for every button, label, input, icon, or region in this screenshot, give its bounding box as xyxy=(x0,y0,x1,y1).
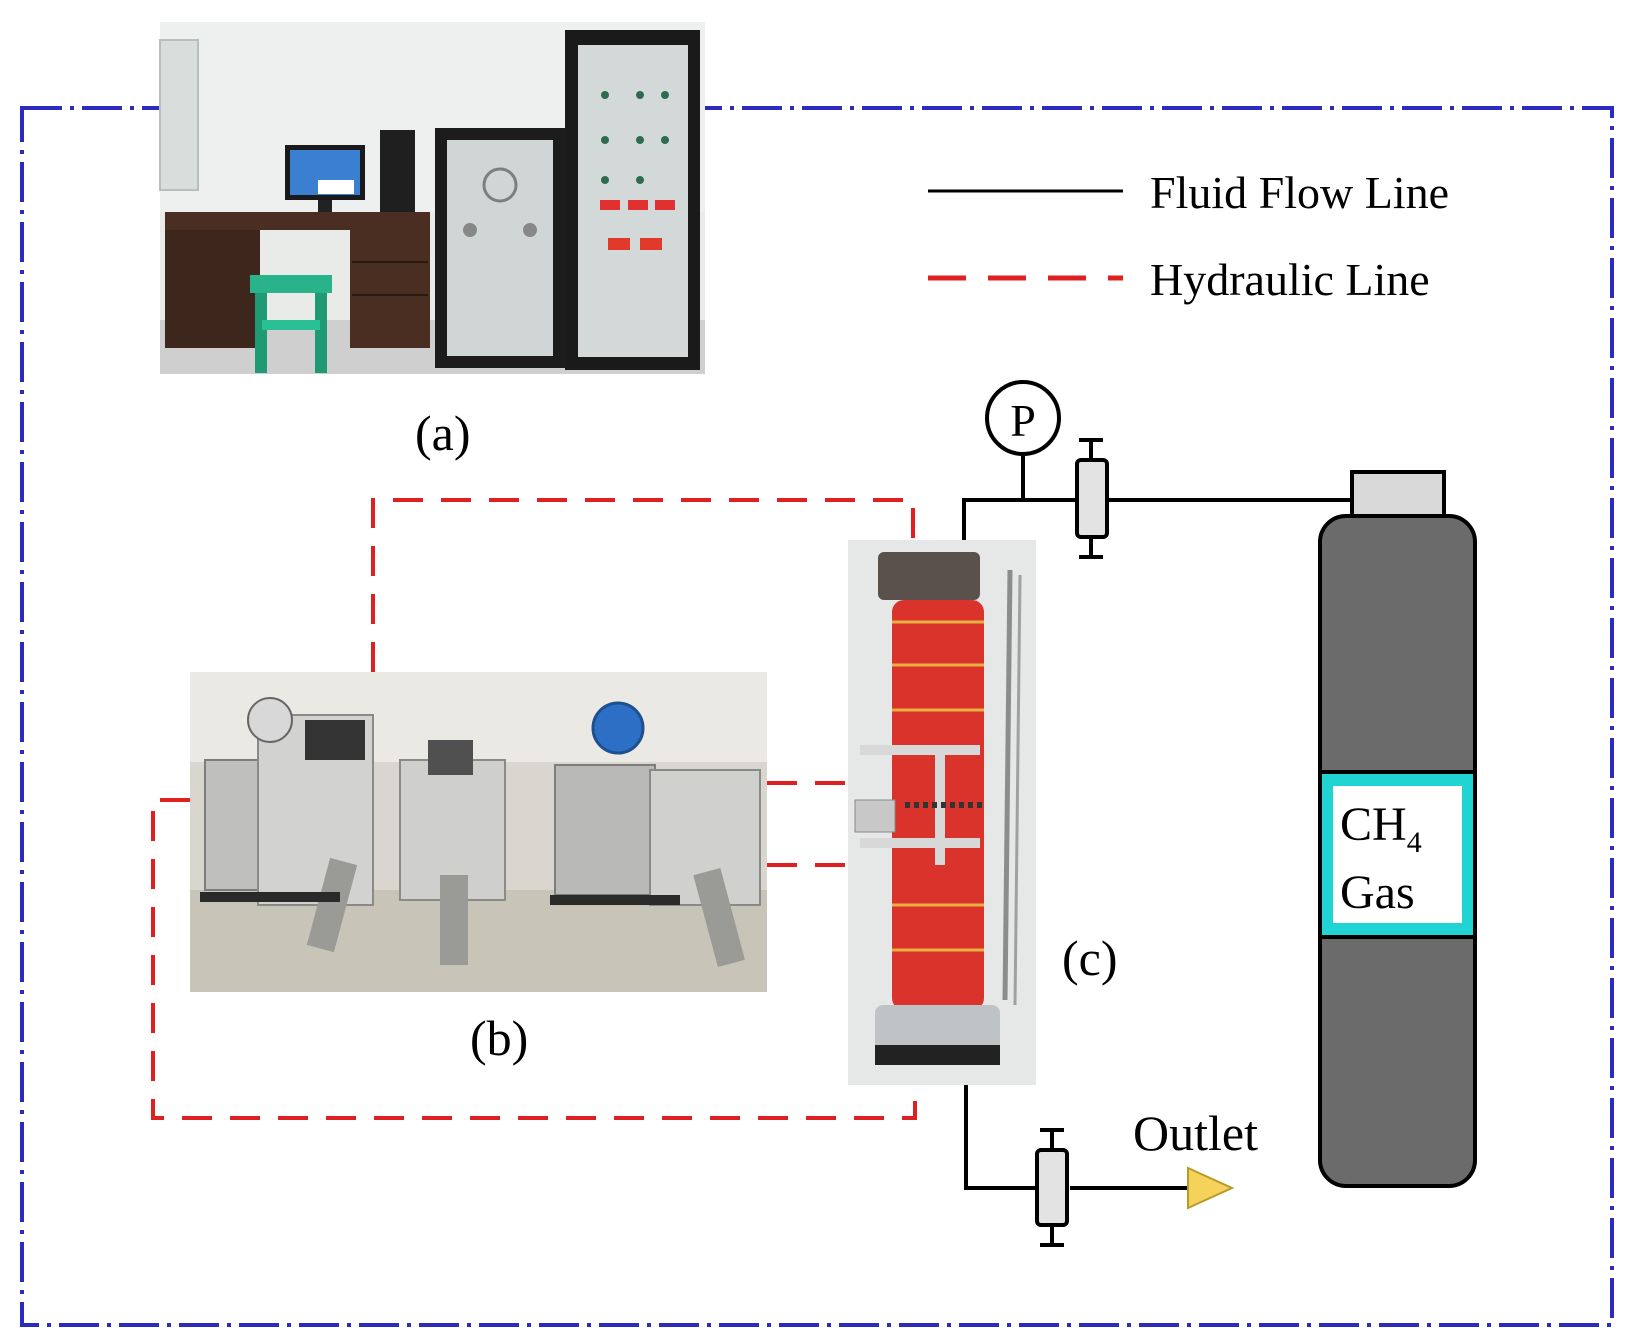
cylinder-label-ch4: CH4 xyxy=(1340,798,1422,859)
legend-hydraulic-label: Hydraulic Line xyxy=(1150,254,1430,305)
pressure-gauge-icon: P xyxy=(985,380,1061,456)
cylinder-cap xyxy=(1350,470,1446,518)
outlet-label: Outlet xyxy=(1133,1105,1258,1161)
outlet-arrow-icon xyxy=(1187,1166,1235,1210)
fluid-line-outlet xyxy=(964,1085,1035,1190)
cylinder-label-ch: CH xyxy=(1340,798,1407,851)
photo-b-hydraulic-pumps xyxy=(190,672,767,992)
label-a: (a) xyxy=(415,405,471,461)
pressure-gauge-label: P xyxy=(1010,395,1036,446)
label-c: (c) xyxy=(1062,930,1118,986)
photo-a-control-cabinet xyxy=(159,22,705,374)
hydraulic-line-upper xyxy=(371,498,915,672)
legend: Fluid Flow Line Hydraulic Line xyxy=(928,167,1449,305)
legend-fluid-label: Fluid Flow Line xyxy=(1150,167,1449,218)
cylinder-label-gas: Gas xyxy=(1340,866,1415,919)
fluid-line-inlet xyxy=(962,498,1077,540)
hydraulic-line-lower xyxy=(151,798,917,1120)
cylinder-label-box xyxy=(1333,786,1462,923)
fluid-lines xyxy=(962,456,1352,1190)
photo-c-triaxial-cell xyxy=(848,540,1036,1085)
gas-cylinder-icon: CH4 Gas xyxy=(1318,470,1477,1188)
label-b: (b) xyxy=(470,1010,528,1066)
inlet-valve-icon xyxy=(1075,438,1109,559)
cylinder-label-subscript: 4 xyxy=(1407,826,1422,859)
enclosure-border xyxy=(20,106,1614,1327)
outlet-valve-icon xyxy=(1035,1128,1069,1247)
hydraulic-lines xyxy=(151,498,917,1120)
